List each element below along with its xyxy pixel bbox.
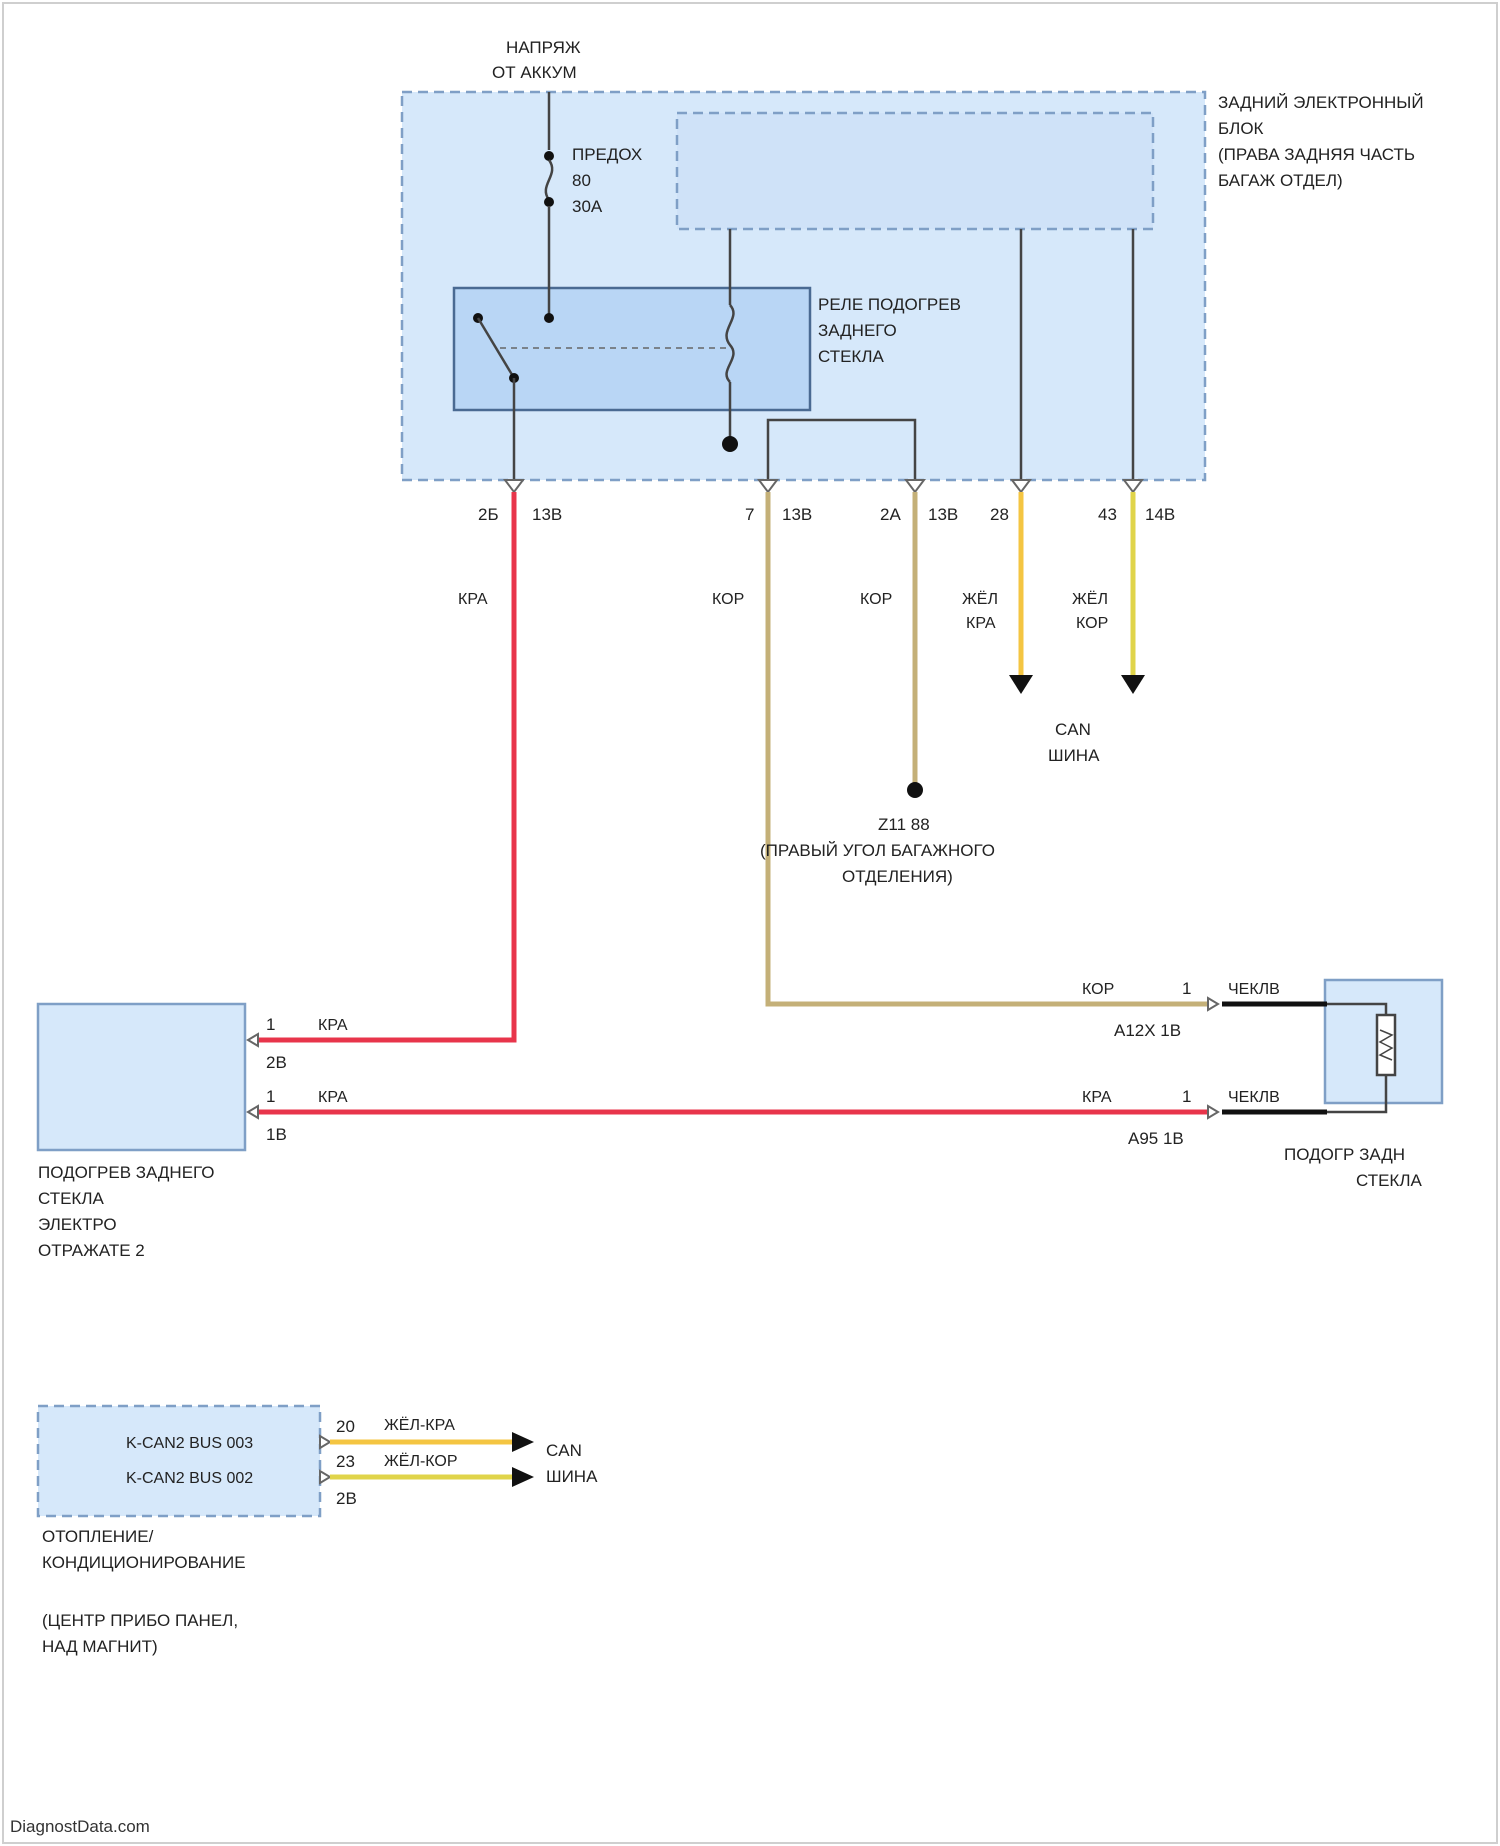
wire-color-label: КРА [318,1017,348,1034]
wire-color-label: ЧЕКЛВ [1228,1089,1280,1106]
wire-tan-main [768,492,1208,1004]
ground-label-3: ОТДЕЛЕНИЯ) [842,867,953,886]
pin-label: 13B [532,505,562,524]
can-arrow-a [1009,675,1033,694]
wire-color-label: КРА [966,615,996,632]
supply-label-2: ОТ АККУМ [492,63,577,82]
relay-label-2: ЗАДНЕГО [818,321,897,340]
pin-label: 23 [336,1452,355,1471]
wire-color-label: ЖЁЛ [1072,590,1108,608]
wire-color-label: КОР [860,591,892,608]
pin-label: 14B [1145,505,1175,524]
wire-red-main [258,492,514,1040]
fuse-label-3: 30А [572,197,603,216]
ground-label-1: Z11 88 [878,815,930,834]
pin-label: 13B [782,505,812,524]
rear-unit-inner-module[interactable] [677,113,1153,229]
pin-label: 2B [266,1053,287,1072]
left-connector-pins [248,1034,258,1118]
unit-connector-pins [505,480,1142,492]
right-connector-pins [1208,998,1218,1118]
wire-color-label: ЖЁЛ-КРА [384,1416,455,1434]
hvac-can-arrow-b [512,1467,534,1487]
pin-label: 1 [1182,1087,1191,1106]
wire-color-label: КОР [1076,615,1108,632]
pin-label: 7 [745,505,754,524]
rear-unit-label-1: ЗАДНИЙ ЭЛЕКТРОННЫЙ [1218,93,1424,112]
hvac-can-arrow-a [512,1432,534,1452]
pin-label: 43 [1098,505,1117,524]
relay-label-1: РЕЛЕ ПОДОГРЕВ [818,295,961,314]
wire-color-label: ЖЁЛ [962,590,998,608]
heater-left-label-2: СТЕКЛА [38,1189,104,1208]
ground-label-2: (ПРАВЫЙ УГОЛ БАГАЖНОГО [760,841,995,860]
relay-label-3: СТЕКЛА [818,347,884,366]
wire-color-label: ЖЁЛ-КОР [384,1452,458,1470]
rear-window-heater-relay[interactable] [454,288,810,410]
wire-color-label: КОР [712,591,744,608]
watermark: DiagnostData.com [10,1817,150,1836]
pin-label: 2Б [478,505,499,524]
pin-label: 2А [880,505,901,524]
can-bus-label-1: CAN [1055,720,1091,739]
hvac-label-3: (ЦЕНТР ПРИБО ПАНЕЛ, [42,1611,238,1630]
rear-unit-label-4: БАГАЖ ОТДЕЛ) [1218,171,1343,190]
hvac-pin-label-a: K-CAN2 BUS 003 [126,1435,253,1452]
pin-label: 1 [266,1087,275,1106]
heater-left-label-1: ПОДОГРЕВ ЗАДНЕГО [38,1163,215,1182]
can-bus-label-2: ШИНА [1048,746,1100,765]
heater-right-label-2: СТЕКЛА [1356,1171,1422,1190]
wire-color-label: ЧЕКЛВ [1228,981,1280,998]
pin-label: 1 [1182,979,1191,998]
pin-label: A12X 1B [1114,1021,1181,1040]
wire-color-label: КРА [1082,1089,1112,1106]
hvac-can-label-1: CAN [546,1441,582,1460]
wire-color-label: КРА [458,591,488,608]
hvac-label-1: ОТОПЛЕНИЕ/ [42,1527,154,1546]
hvac-module[interactable] [38,1406,320,1516]
fuse-label-2: 80 [572,171,591,190]
rear-window-heater-module-left[interactable] [38,1004,245,1150]
supply-label-1: НАПРЯЖ [506,38,581,57]
rear-unit-label-3: (ПРАВА ЗАДНЯЯ ЧАСТЬ [1218,145,1415,164]
pin-label: A95 1B [1128,1129,1184,1148]
wire-color-label: КРА [318,1089,348,1106]
hvac-label-4: НАД МАГНИТ) [42,1637,158,1656]
heater-left-label-3: ЭЛЕКТРО [38,1215,117,1234]
pin-label: 20 [336,1417,355,1436]
heater-left-label-4: ОТРАЖАТЕ 2 [38,1241,145,1260]
rear-unit-label-2: БЛОК [1218,119,1264,138]
hvac-label-2: КОНДИЦИОНИРОВАНИЕ [42,1553,246,1572]
can-arrow-b [1121,675,1145,694]
hvac-pin-label-b: K-CAN2 BUS 002 [126,1470,253,1487]
heater-right-label-1: ПОДОГР ЗАДН [1284,1145,1405,1164]
pin-label: 1 [266,1015,275,1034]
ground-point [907,782,923,798]
hvac-connector-pins [320,1436,330,1483]
pin-label: 13B [928,505,958,524]
wire-color-label: КОР [1082,981,1114,998]
fuse-label-1: ПРЕДОХ [572,145,642,164]
pin-label: 2B [336,1489,357,1508]
pin-label: 28 [990,505,1009,524]
hvac-can-label-2: ШИНА [546,1467,598,1486]
pin-label: 1B [266,1125,287,1144]
